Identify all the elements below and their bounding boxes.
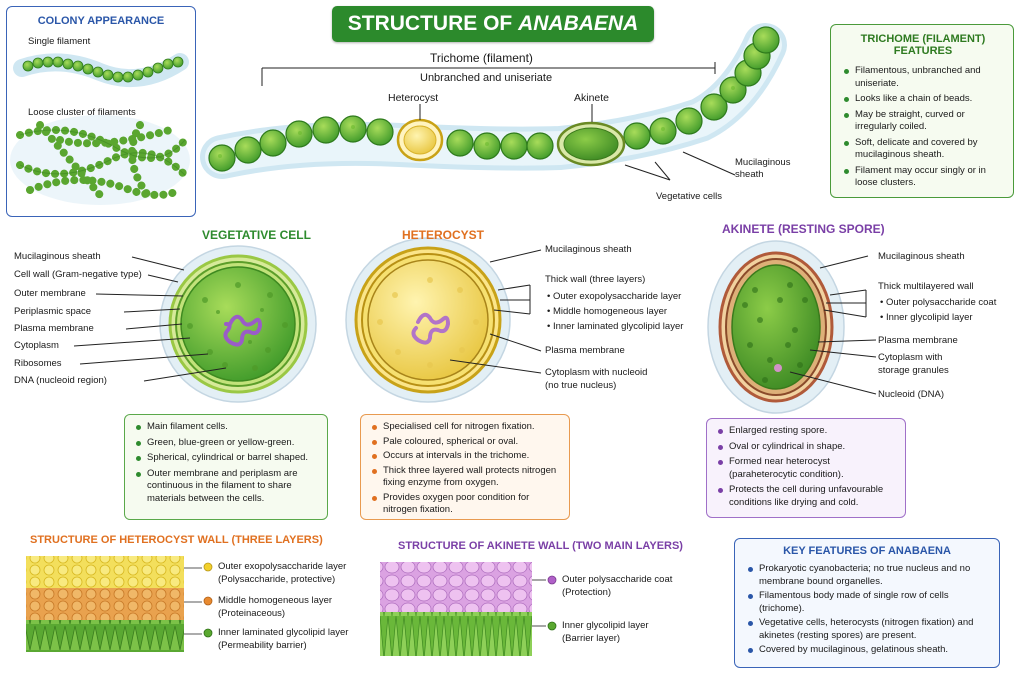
list-item: Looks like a chain of beads. [841,93,1005,106]
list-item: Covered by mucilaginous, gelatinous shea… [745,644,989,657]
list-item: Filament may occur singly or in loose cl… [841,165,1005,190]
akinete-title: AKINETE (RESTING SPORE) [722,222,885,236]
heterocyst-box: Specialised cell for nitrogen fixation. … [360,414,570,520]
het-label-wall-inner: • Inner laminated glycolipid layer [547,321,684,332]
heterocyst-wall-layers-graphic [26,556,184,652]
list-item: Filamentous body made of single row of c… [745,590,989,615]
main-filament-graphic [200,23,787,179]
aki-label-cytoplasm: Cytoplasm with [878,352,943,363]
list-item: Oval or cylindrical in shape. [715,441,897,454]
trichome-label: Trichome (filament) [430,51,533,65]
vegetative-cell-list: Main filament cells. Green, blue-green o… [133,421,319,505]
key-features-list: Prokaryotic cyanobacteria; no true nucle… [745,563,989,657]
list-item: Filamentous, unbranched and uniseriate. [841,65,1005,90]
het-wall-middle-desc: (Proteinaceous) [218,608,286,619]
vegetative-cell-title: VEGETATIVE CELL [202,228,311,242]
list-item: Pale coloured, spherical or oval. [369,436,561,449]
akinete-box: Enlarged resting spore. Oval or cylindri… [706,418,906,518]
key-features-title: KEY FEATURES OF ANABAENA [783,545,951,557]
aki-label-plasma: Plasma membrane [878,335,958,346]
veg-label-ribosomes: Ribosomes [14,358,62,369]
title-prefix: STRUCTURE OF [347,12,519,35]
list-item: Main filament cells. [133,421,319,434]
akinete-graphic [707,240,845,414]
trichome-sublabel: Unbranched and uniseriate [420,72,553,84]
veg-label-dna: DNA (nucleoid region) [14,375,107,386]
title-italic: ANABAENA [518,12,639,35]
list-item: Prokaryotic cyanobacteria; no true nucle… [745,563,989,588]
het-wall-middle-name: Middle homogeneous layer [218,595,333,606]
veg-label-sheath: Mucilaginous sheath [14,251,101,262]
list-item: Specialised cell for nitrogen fixation. [369,421,561,434]
het-label-wall: Thick wall (three layers) [545,274,646,285]
list-item: Outer membrane and periplasm are continu… [133,468,319,506]
heterocyst-list: Specialised cell for nitrogen fixation. … [369,421,561,517]
het-wall-inner-name: Inner laminated glycolipid layer [218,627,349,638]
trichome-features-box: TRICHOME (FILAMENT) FEATURES Filamentous… [830,24,1014,198]
colony-appearance-title: COLONY APPEARANCE [37,15,165,27]
aki-label-wall-outer: • Outer polysaccharide coat [880,297,997,308]
akinete-wall-layers-graphic [380,562,532,656]
single-filament-graphic [13,53,189,88]
vegetative-cells-filament-label: Vegetative cells [656,191,723,202]
trichome-features-title: TRICHOME (FILAMENT) FEATURES [860,33,986,57]
veg-label-cell-wall: Cell wall (Gram-negative type) [14,269,142,280]
list-item: Provides oxygen poor condition for nitro… [369,492,561,517]
vegetative-cell-graphic [159,245,317,403]
list-item: Thick three layered wall protects nitrog… [369,465,561,490]
page-title: STRUCTURE OF ANABAENA [332,6,654,42]
list-item: Green, blue-green or yellow-green. [133,437,319,450]
list-item: Occurs at intervals in the trichome. [369,450,561,463]
list-item: Spherical, cylindrical or barrel shaped. [133,452,319,465]
akinete-list: Enlarged resting spore. Oval or cylindri… [715,425,897,509]
cluster-label: Loose cluster of filaments [28,107,136,118]
heterocyst-filament-label: Heterocyst [388,92,439,104]
het-label-wall-middle: • Middle homogeneous layer [547,306,668,317]
aki-label-wall-inner: • Inner glycolipid layer [880,312,973,323]
list-item: May be straight, curved or irregularly c… [841,109,1005,134]
het-wall-outer-name: Outer exopolysaccharide layer [218,561,347,572]
trichome-features-list: Filamentous, unbranched and uniseriate. … [841,65,1005,190]
akinete-wall-title: STRUCTURE OF AKINETE WALL (TWO MAIN LAYE… [398,540,683,552]
single-filament-label: Single filament [28,36,91,47]
aki-label-wall: Thick multilayered wall [878,281,974,292]
aki-label-cytoplasm-note: storage granules [878,365,949,376]
filament-cluster-graphic [10,115,190,205]
vegetative-cell-box: Main filament cells. Green, blue-green o… [124,414,328,520]
het-wall-inner-desc: (Permeability barrier) [218,640,307,651]
colony-appearance-box: COLONY APPEARANCE [6,6,196,217]
aki-wall-outer-name: Outer polysaccharide coat [562,574,673,585]
list-item: Protects the cell during unfavourable co… [715,484,897,509]
akinete-filament-label: Akinete [574,92,610,104]
het-wall-outer-desc: (Polysaccharide, protective) [218,574,336,585]
list-item: Vegetative cells, heterocysts (nitrogen … [745,617,989,642]
aki-label-nucleoid: Nucleoid (DNA) [878,389,944,400]
mucilaginous-sheath-filament-label: Mucilaginous sheath [735,157,791,180]
veg-label-cytoplasm: Cytoplasm [14,340,59,351]
list-item: Soft, delicate and covered by mucilagino… [841,137,1005,162]
aki-wall-outer-desc: (Protection) [562,587,612,598]
het-label-wall-outer: • Outer exopolysaccharide layer [547,291,682,302]
veg-label-outer-membrane: Outer membrane [14,288,86,299]
veg-label-plasma-membrane: Plasma membrane [14,323,94,334]
aki-wall-inner-name: Inner glycolipid layer [562,620,649,631]
key-features-box: KEY FEATURES OF ANABAENA Prokaryotic cya… [734,538,1000,668]
het-label-cytoplasm-note: (no true nucleus) [545,380,617,391]
aki-wall-inner-desc: (Barrier layer) [562,633,621,644]
list-item: Enlarged resting spore. [715,425,897,438]
het-label-plasma: Plasma membrane [545,345,625,356]
list-item: Formed near heterocyst (paraheterocytic … [715,456,897,481]
aki-label-sheath: Mucilaginous sheath [878,251,965,262]
heterocyst-graphic [345,237,511,403]
heterocyst-wall-title: STRUCTURE OF HETEROCYST WALL (THREE LAYE… [30,534,323,546]
heterocyst-title: HETEROCYST [402,228,485,242]
het-label-sheath: Mucilaginous sheath [545,244,632,255]
het-label-cytoplasm: Cytoplasm with nucleoid [545,367,648,378]
veg-label-periplasmic: Periplasmic space [14,306,92,317]
